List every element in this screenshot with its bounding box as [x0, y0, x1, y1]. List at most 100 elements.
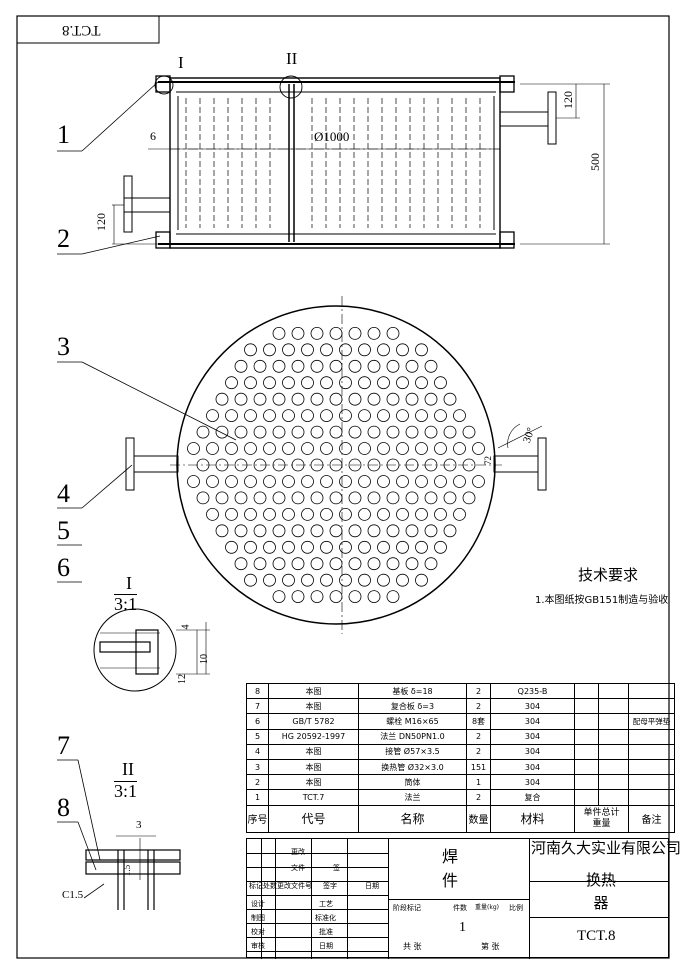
- weight-label: 重量(kg): [475, 904, 499, 911]
- tube-hole: [462, 491, 476, 505]
- bom-header-unit-total-text: 单件总计: [583, 807, 620, 818]
- tube-hole: [282, 343, 295, 357]
- tube-hole: [396, 540, 409, 554]
- bom-cell-material: 304: [490, 743, 575, 760]
- tube-hole: [386, 392, 400, 406]
- leader-lines: [57, 81, 237, 899]
- tube-hole: [329, 557, 343, 571]
- tube-hole: [348, 557, 362, 571]
- tube-hole: [396, 376, 409, 390]
- tube-hole: [301, 573, 314, 587]
- bom-cell-total: [598, 758, 629, 776]
- tube-hole: [424, 491, 438, 505]
- bom-header-material: 材料: [490, 804, 575, 833]
- bom-cell-material: 304: [490, 698, 575, 715]
- tube-hole: [320, 508, 333, 521]
- tube-hole: [282, 442, 295, 455]
- grid-line: [275, 839, 276, 959]
- tube-hole: [206, 508, 219, 521]
- tube-hole: [443, 425, 457, 439]
- tube-hole: [367, 425, 381, 439]
- tube-hole: [396, 573, 409, 587]
- tube-hole: [424, 557, 438, 571]
- tube-hole: [348, 590, 362, 603]
- tube-hole: [263, 343, 276, 357]
- detail-I-dim-10: 10: [199, 654, 210, 664]
- bom-cell-remark: [628, 758, 675, 776]
- bom-cell-code: GB/T 5782: [268, 713, 359, 730]
- tube-hole: [263, 573, 276, 587]
- tube-hole: [386, 458, 400, 472]
- tube-hole: [215, 491, 229, 505]
- tube-hole: [263, 376, 276, 390]
- tube-hole: [415, 475, 428, 488]
- tube-hole: [367, 392, 381, 406]
- dim-diameter: Ø1000: [314, 129, 350, 144]
- tube-hole: [301, 540, 314, 554]
- tube-hole: [225, 442, 238, 455]
- tube-hole: [358, 573, 371, 587]
- tube-hole: [215, 425, 229, 439]
- tube-hole: [434, 376, 447, 390]
- tube-hole: [253, 425, 267, 439]
- tube-hole: [225, 475, 238, 488]
- tube-hole: [310, 326, 324, 340]
- detail-II-chamfer: C1.5: [62, 889, 84, 901]
- dim-nozzle-top: 120: [561, 91, 575, 109]
- tube-hole: [320, 343, 333, 357]
- bom-cell-name: 换热管 Ø32×3.0: [358, 758, 467, 776]
- detail-I-marker: I: [178, 53, 184, 72]
- bom-cell-code: HG 20592-1997: [268, 728, 359, 745]
- grid-line: [247, 867, 388, 868]
- tube-hole: [415, 573, 428, 587]
- bom-cell-unit: [574, 774, 599, 791]
- bom-header-unit-total: 单件总计重量: [574, 804, 629, 833]
- tube-hole: [386, 359, 400, 373]
- bom-cell-total: [598, 728, 629, 745]
- tube-hole: [291, 557, 305, 571]
- tube-hole: [405, 524, 419, 538]
- title-block-label: 处数: [263, 882, 277, 890]
- bom-cell-unit: [574, 758, 599, 776]
- tube-hole: [386, 524, 400, 538]
- title-block: 河南久大实业有限公司 焊件 换热器 TCT.8 1 共 张 第 张 阶段标记 件…: [246, 838, 681, 959]
- title-block-label: 标准化: [315, 914, 336, 922]
- bom-cell-remark: [628, 789, 675, 806]
- tube-hole: [443, 458, 457, 472]
- tube-hole: [339, 343, 352, 357]
- tube-hole: [405, 425, 419, 439]
- tube-hole: [434, 409, 447, 423]
- balloon-5: 5: [57, 516, 70, 545]
- tube-hole: [329, 392, 343, 406]
- tube-hole: [329, 590, 343, 603]
- title-block-divider-h2: [529, 917, 669, 918]
- tube-hole: [405, 392, 419, 406]
- balloon-3: 3: [57, 332, 70, 361]
- tube-hole: [377, 540, 390, 554]
- tube-hole: [320, 540, 333, 554]
- dim-72: 72: [483, 456, 493, 465]
- tube-hole: [253, 458, 267, 472]
- tube-hole: [443, 524, 457, 538]
- tube-hole: [367, 491, 381, 505]
- detail-II-view: [85, 835, 181, 910]
- requirements-title: 技术要求: [578, 566, 639, 584]
- title-block-label: 更改: [291, 848, 305, 856]
- tube-hole: [396, 343, 409, 357]
- bom-cell-no: 4: [246, 743, 269, 760]
- tube-hole: [234, 425, 248, 439]
- section-view: [112, 75, 610, 249]
- tube-hole: [320, 442, 333, 455]
- detail-I-label: I: [126, 573, 132, 593]
- tube-hole: [234, 458, 248, 472]
- detail-II-label: II: [122, 759, 134, 779]
- tube-hole: [434, 508, 447, 521]
- tube-hole: [272, 590, 286, 603]
- tube-hole: [301, 409, 314, 423]
